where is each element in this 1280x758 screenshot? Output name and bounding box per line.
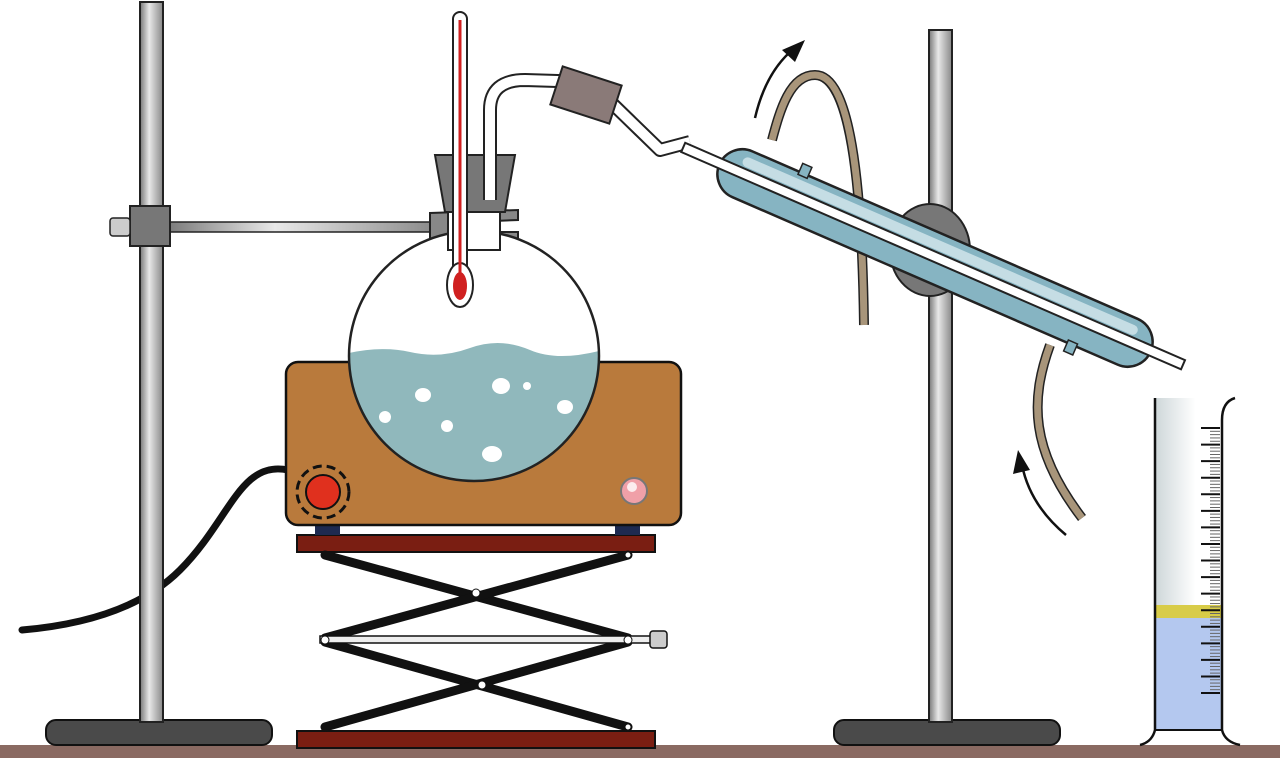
power-cable [18, 465, 292, 634]
right-retort-stand [833, 29, 1061, 746]
thermometer [446, 11, 474, 308]
graduated-cylinder [1139, 396, 1241, 747]
water-flow-arrow-out [753, 40, 805, 119]
water-flow-arrow-in [1013, 450, 1067, 536]
lab-jack [296, 534, 668, 749]
liebig-condenser [679, 141, 1187, 371]
temperature-knob[interactable] [305, 474, 341, 510]
distillate-band [1156, 605, 1222, 618]
rubber-connector [549, 65, 623, 125]
